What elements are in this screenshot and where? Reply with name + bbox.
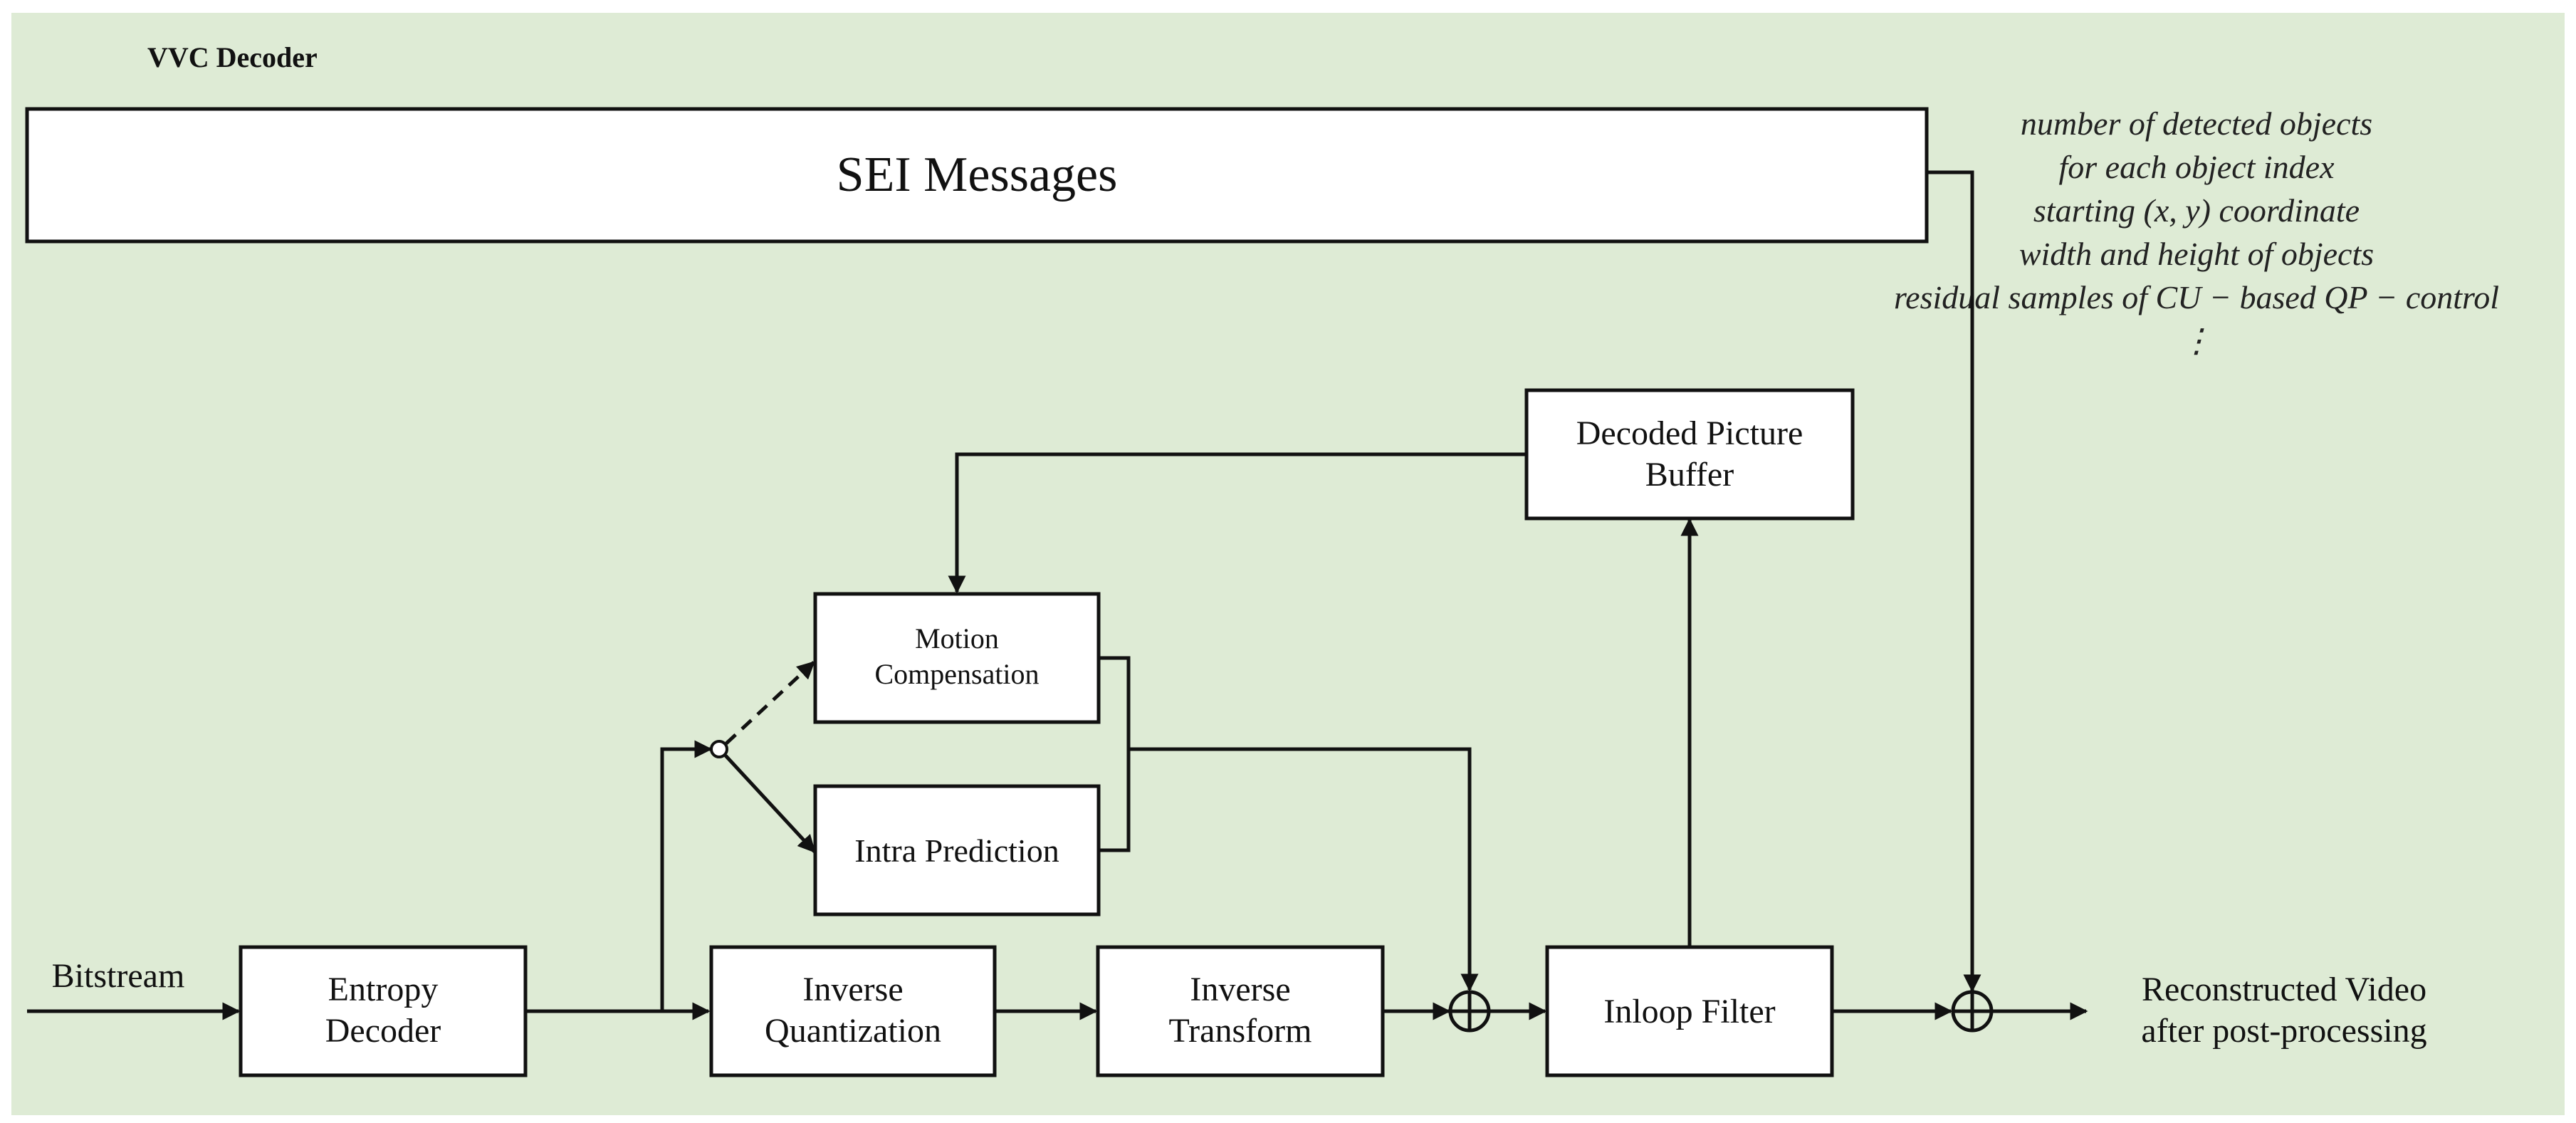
entropy-to-switch-line <box>660 740 713 1011</box>
intra-prediction-label: Intra Prediction <box>854 832 1059 869</box>
entropy-decoder-label-2: Decoder <box>325 1012 441 1050</box>
motion-compensation-block <box>813 592 1101 724</box>
bitstream-label: Bitstream <box>52 957 185 995</box>
prediction-switch-node <box>710 740 728 758</box>
inloop-filter-block <box>1545 945 1834 1077</box>
output-label-1: Reconstructed Video <box>2142 971 2426 1008</box>
inverse-transform-block <box>1096 945 1385 1077</box>
prediction-to-adder-arrow <box>1129 747 1479 992</box>
inloop-filter-label: Inloop Filter <box>1603 993 1775 1030</box>
sei-note-3: starting (x, y) coordinate <box>2033 192 2360 229</box>
mc-label-1: Motion <box>915 622 999 654</box>
dpb-label-2: Buffer <box>1645 456 1734 493</box>
inverse-transform-label-2: Transform <box>1169 1012 1312 1050</box>
sei-note-4: width and height of objects <box>2019 236 2374 272</box>
sei-messages-label: SEI Messages <box>837 147 1118 202</box>
sei-note-2: for each object index <box>2058 149 2335 185</box>
residual-adder <box>1448 990 1491 1033</box>
entropy-decoder-block <box>239 945 528 1077</box>
output-label-2: after post-processing <box>2141 1012 2426 1050</box>
mc-output-line <box>1099 656 1131 852</box>
diagram-title: VVC Decoder <box>147 41 318 73</box>
dpb-to-mc-arrow <box>948 452 1527 594</box>
sei-note-5: residual samples of CU − based QP − cont… <box>1894 279 2499 315</box>
decoded-picture-buffer-block <box>1524 388 1855 521</box>
intra-prediction-block <box>813 784 1101 916</box>
sei-note-1: number of detected objects <box>2021 105 2372 142</box>
mc-label-2: Compensation <box>874 658 1039 690</box>
switch-to-intra-line <box>724 754 816 853</box>
sei-messages-box <box>25 107 1929 244</box>
inverse-transform-label-1: Inverse <box>1190 971 1290 1008</box>
inverse-quantization-label-1: Inverse <box>802 971 903 1008</box>
output-adder <box>1951 990 1994 1033</box>
sei-to-output-line <box>1927 170 1981 993</box>
inverse-quantization-label-2: Quantization <box>765 1012 941 1050</box>
inverse-quantization-block <box>709 945 997 1077</box>
entropy-decoder-label-1: Entropy <box>328 971 439 1008</box>
dpb-label-1: Decoded Picture <box>1576 414 1803 452</box>
sei-note-ellipsis: ⋮ <box>2180 323 2213 359</box>
